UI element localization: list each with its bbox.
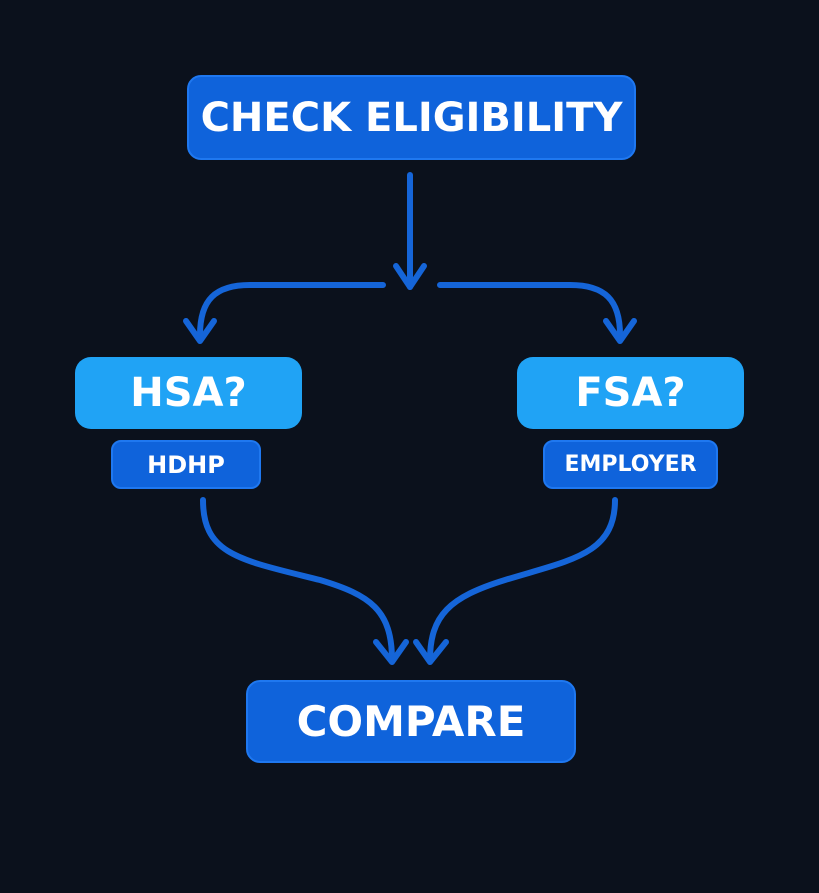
check-eligibility-box: CHECK ELIGIBILITY <box>187 75 636 160</box>
arrowhead-fsa <box>603 318 637 344</box>
arrowhead-check-down <box>393 263 427 290</box>
arrow-hdhp-to-compare <box>200 497 395 663</box>
fsa-box: FSA? <box>517 357 744 429</box>
arrowhead-compare-right <box>413 639 449 665</box>
arrow-employer-to-compare <box>427 497 618 663</box>
hdhp-label: HDHP <box>147 450 225 479</box>
hdhp-tag: HDHP <box>111 440 261 489</box>
hsa-label: HSA? <box>130 370 247 416</box>
employer-tag: EMPLOYER <box>543 440 718 489</box>
check-eligibility-label: CHECK ELIGIBILITY <box>200 94 623 141</box>
employer-label: EMPLOYER <box>564 452 697 477</box>
arrowhead-compare-left <box>373 639 409 665</box>
fsa-label: FSA? <box>575 370 686 416</box>
hsa-box: HSA? <box>75 357 302 429</box>
compare-box: COMPARE <box>246 680 576 763</box>
arrowhead-hsa <box>183 318 217 344</box>
arrow-split-to-hsa <box>197 282 386 338</box>
arrow-split-to-fsa <box>437 282 623 338</box>
compare-label: COMPARE <box>296 697 526 746</box>
